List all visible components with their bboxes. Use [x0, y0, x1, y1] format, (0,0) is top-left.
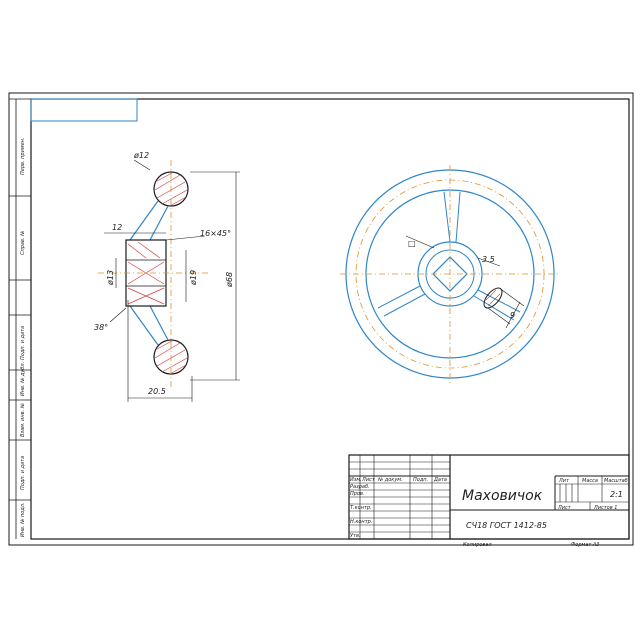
title-block	[348, 454, 630, 540]
role-prov: Пров.	[350, 491, 365, 497]
copied-label: Копировал	[463, 542, 492, 548]
format-label: Формат А3	[571, 542, 599, 548]
col-list: Лист	[361, 477, 376, 483]
section-view: ø12 12 16×45° ø13 ø19 ø68 38° 20.5	[94, 151, 240, 402]
stamp-label-6: Подп. и дата	[20, 456, 26, 490]
side-stamp: Перв. примен. Справ. № Подп. и дата Инв.…	[9, 98, 31, 539]
stamp-label-1: Перв. примен.	[20, 137, 26, 175]
dim-d12: ø12	[133, 151, 149, 160]
role-tkontr: Т.контр.	[350, 505, 372, 511]
col-izm: Изм.	[350, 477, 362, 483]
role-utv: Утв.	[350, 533, 361, 539]
sheet-outer-border	[8, 92, 634, 546]
stamp-label-5: Взам. инв. №	[20, 403, 26, 437]
sheet-label: Лист	[557, 505, 572, 511]
col-date: Дата	[433, 477, 447, 483]
sheet-inner-frame	[30, 98, 630, 540]
square-hole	[432, 256, 468, 292]
drawing-name: Маховичок	[462, 488, 543, 504]
scale-value: 2:1	[610, 490, 623, 499]
dim-w205: 20.5	[148, 387, 166, 396]
lit-header: Лит	[558, 478, 570, 484]
mass-header: Масса	[582, 478, 598, 484]
role-nkontr: Н.контр.	[350, 519, 372, 525]
dim-w12: 12	[112, 223, 122, 232]
stamp-label-3: Подп. и дата	[20, 326, 26, 360]
dim-r35: 3.5	[482, 255, 495, 264]
title-block-text: Изм. Лист № докум. Подп. Дата Разраб. Пр…	[350, 477, 628, 548]
stamp-label-7: Инв. № подл.	[20, 503, 26, 538]
dim-d68: ø68	[225, 272, 234, 288]
sheets-label: Листов 1	[593, 505, 617, 511]
col-doc: № докум.	[377, 477, 403, 483]
dim-chamfer: 16×45°	[200, 229, 231, 238]
rim-section-top	[153, 171, 189, 207]
dim-angle: 38°	[94, 323, 108, 332]
top-left-box	[30, 98, 138, 122]
material: СЧ18 ГОСТ 1412-85	[466, 521, 547, 530]
dim-d13: ø13	[106, 270, 115, 286]
dim-ell: 9	[510, 311, 515, 320]
scale-header: Масштаб	[604, 478, 628, 484]
dim-d19: ø19	[189, 270, 198, 286]
stamp-label-4: Инв. № дубл.	[20, 362, 26, 396]
spoke-section	[483, 287, 503, 309]
role-razrab: Разраб.	[350, 484, 370, 490]
front-view: □ 3.5 9	[340, 165, 560, 385]
col-sign: Подп.	[413, 477, 428, 483]
dim-square: □	[408, 239, 416, 248]
stamp-label-2: Справ. №	[20, 231, 26, 255]
